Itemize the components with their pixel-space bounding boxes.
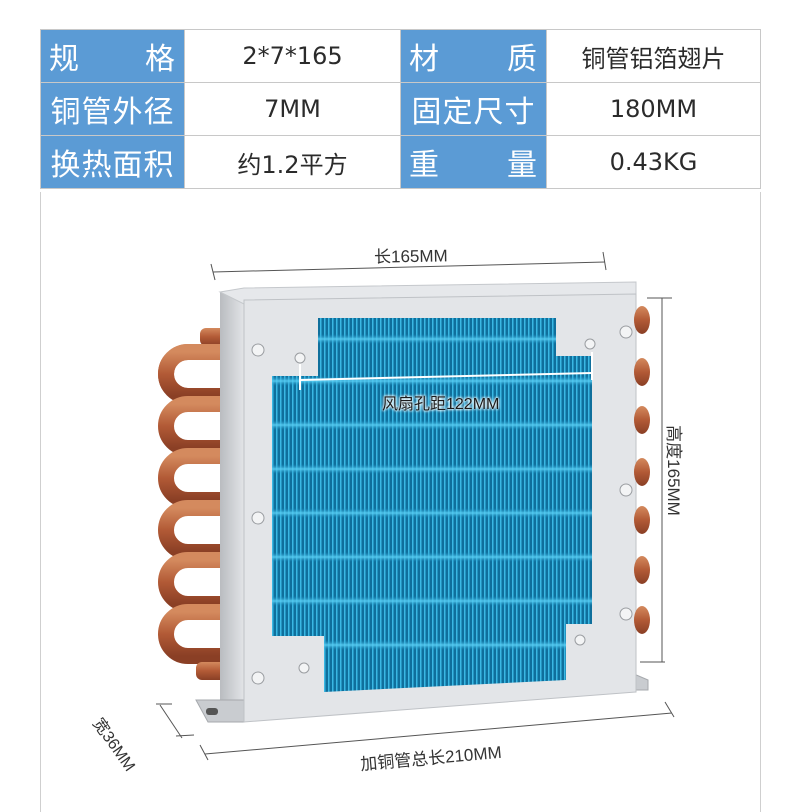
spec-row: 规格 2*7*165 材质 铜管铝箔翅片 bbox=[40, 29, 761, 83]
spec-value: 约1.2平方 bbox=[184, 135, 401, 189]
spec-label: 铜管外径 bbox=[40, 82, 185, 136]
spec-value: 180MM bbox=[546, 82, 761, 136]
spec-label: 规格 bbox=[40, 29, 185, 83]
spec-value: 铜管铝箔翅片 bbox=[546, 29, 761, 83]
copper-tubes-right bbox=[634, 306, 650, 634]
length-dimension-label: 长165MM bbox=[373, 246, 448, 267]
height-dimension-label: 高度165MM bbox=[663, 425, 683, 516]
spec-row: 换热面积 约1.2平方 重量 0.43KG bbox=[40, 135, 761, 189]
spec-value: 7MM bbox=[184, 82, 401, 136]
product-image-frame bbox=[40, 192, 761, 812]
spec-label: 重量 bbox=[400, 135, 547, 189]
spec-row: 铜管外径 7MM 固定尺寸 180MM bbox=[40, 82, 761, 136]
spec-label: 换热面积 bbox=[40, 135, 185, 189]
spec-value: 0.43KG bbox=[546, 135, 761, 189]
spec-table: 规格 2*7*165 材质 铜管铝箔翅片 铜管外径 7MM 固定尺寸 180MM… bbox=[40, 29, 761, 189]
dimension-lines bbox=[156, 251, 675, 761]
mounting-screws bbox=[251, 325, 633, 685]
spec-label: 固定尺寸 bbox=[400, 82, 547, 136]
fan-hole-spacing-label: 风扇孔距122MM bbox=[382, 396, 500, 413]
spec-value: 2*7*165 bbox=[184, 29, 401, 83]
aluminum-fin-block bbox=[272, 318, 592, 692]
